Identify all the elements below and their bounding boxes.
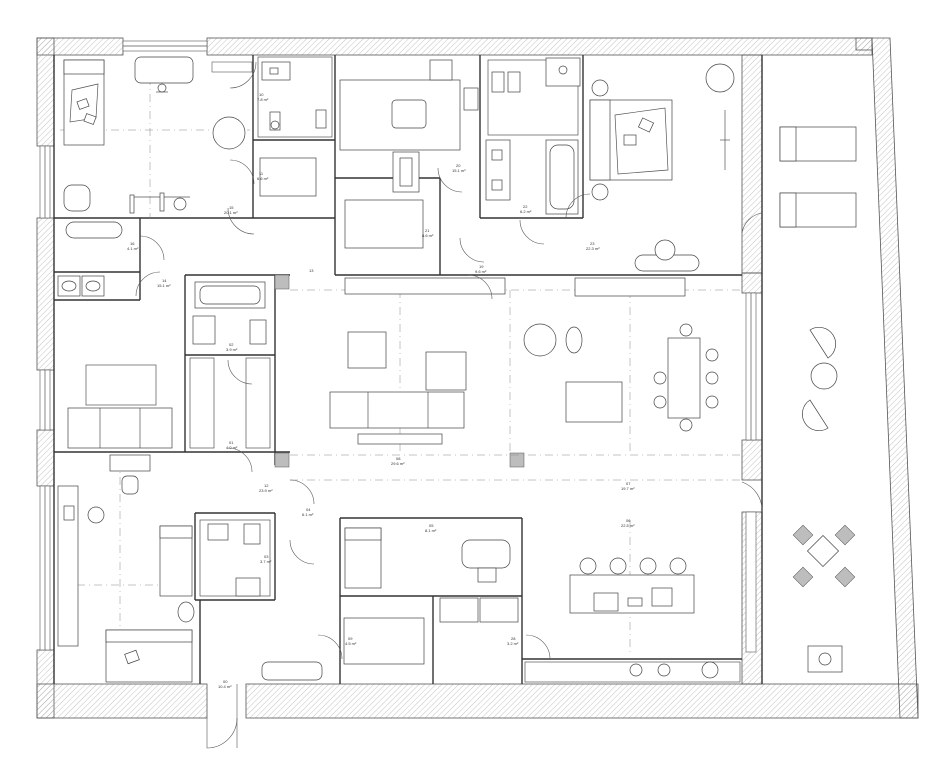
bedroom-23-furniture [589, 63, 735, 272]
room-labels: 10 7.8 m² 11 6.6 m² 15 20.1 m² 16 4.1 m²… [127, 92, 635, 689]
room-08-area: 29.6 m² [391, 461, 405, 466]
bathroom-10 [257, 56, 333, 138]
room-07-number: 07 [626, 481, 631, 486]
room-23-area: 22.3 m² [586, 246, 600, 251]
room-12-number: 12 [264, 483, 269, 488]
room-16-number: 16 [130, 241, 135, 246]
room-20-area: 15.1 m² [452, 168, 466, 173]
room-06-number: 06 [626, 518, 631, 523]
room-01-number: 01 [229, 440, 234, 445]
room-13-number: 13 [309, 268, 314, 273]
room-top-middle-furniture [339, 59, 506, 295]
bathroom-03 [199, 519, 271, 597]
room-22-area: 6.2 m² [520, 209, 532, 214]
room-11-number: 11 [259, 171, 264, 176]
terrace-furniture [779, 126, 857, 673]
room-28-number: 28 [511, 636, 516, 641]
columns [274, 274, 525, 468]
room-04-area: 6.1 m² [302, 512, 314, 517]
room-00-area: 10.4 m² [218, 684, 232, 689]
bathroom-02 [192, 281, 267, 345]
room-21-area: 8.6 m² [422, 233, 434, 238]
room-11-furniture [259, 157, 317, 197]
room-11-area: 6.6 m² [257, 176, 269, 181]
room-06-area: 22.5 m² [621, 523, 635, 528]
room-10-number: 10 [259, 92, 264, 97]
room-04-number: 04 [306, 507, 311, 512]
room-21-number: 21 [425, 228, 430, 233]
room-02-number: 02 [229, 342, 234, 347]
room-14-area: 15.1 m² [157, 283, 171, 288]
room-28-area: 3.2 m² [507, 641, 519, 646]
room-07-area: 19.7 m² [621, 486, 635, 491]
room-08-number: 08 [396, 456, 401, 461]
room-01-furniture [189, 357, 271, 449]
room-00-furniture [261, 661, 323, 681]
bedroom-15-furniture [63, 56, 253, 214]
windows [39, 40, 757, 653]
room-12-area: 23.9 m² [259, 488, 273, 493]
door-swings [135, 61, 763, 749]
room-05-furniture [343, 527, 519, 665]
room-22-number: 22 [523, 204, 528, 209]
room-09-area: 4.5 m² [345, 641, 357, 646]
room-01-area: 4.0 m² [226, 445, 238, 450]
room-03-area: 3.7 m² [260, 559, 272, 564]
bathroom-22 [485, 57, 581, 215]
living-room-08-furniture [329, 331, 467, 445]
room-19-area: 9.6 m² [475, 269, 487, 274]
room-14-furniture [57, 275, 105, 297]
room-07-furniture [523, 277, 719, 432]
room-16-furniture [65, 221, 123, 239]
interior-walls [53, 55, 763, 684]
room-09-number: 09 [348, 636, 353, 641]
left-living-furniture [67, 364, 173, 449]
room-02-area: 3.9 m² [226, 347, 238, 352]
room-00-number: 00 [223, 679, 228, 684]
room-23-number: 23 [590, 241, 595, 246]
room-10-area: 7.8 m² [257, 97, 269, 102]
room-05-area: 8.1 m² [425, 528, 437, 533]
room-15-area: 20.1 m² [224, 210, 238, 215]
room-16-area: 4.1 m² [127, 246, 139, 251]
room-05-number: 05 [429, 523, 434, 528]
room-20-number: 20 [456, 163, 461, 168]
room-19-number: 19 [479, 264, 484, 269]
room-15-number: 15 [229, 205, 234, 210]
kitchen-06-furniture [524, 557, 741, 683]
room-12-furniture [57, 454, 195, 683]
room-03-number: 03 [264, 554, 269, 559]
room-14-number: 14 [162, 278, 167, 283]
